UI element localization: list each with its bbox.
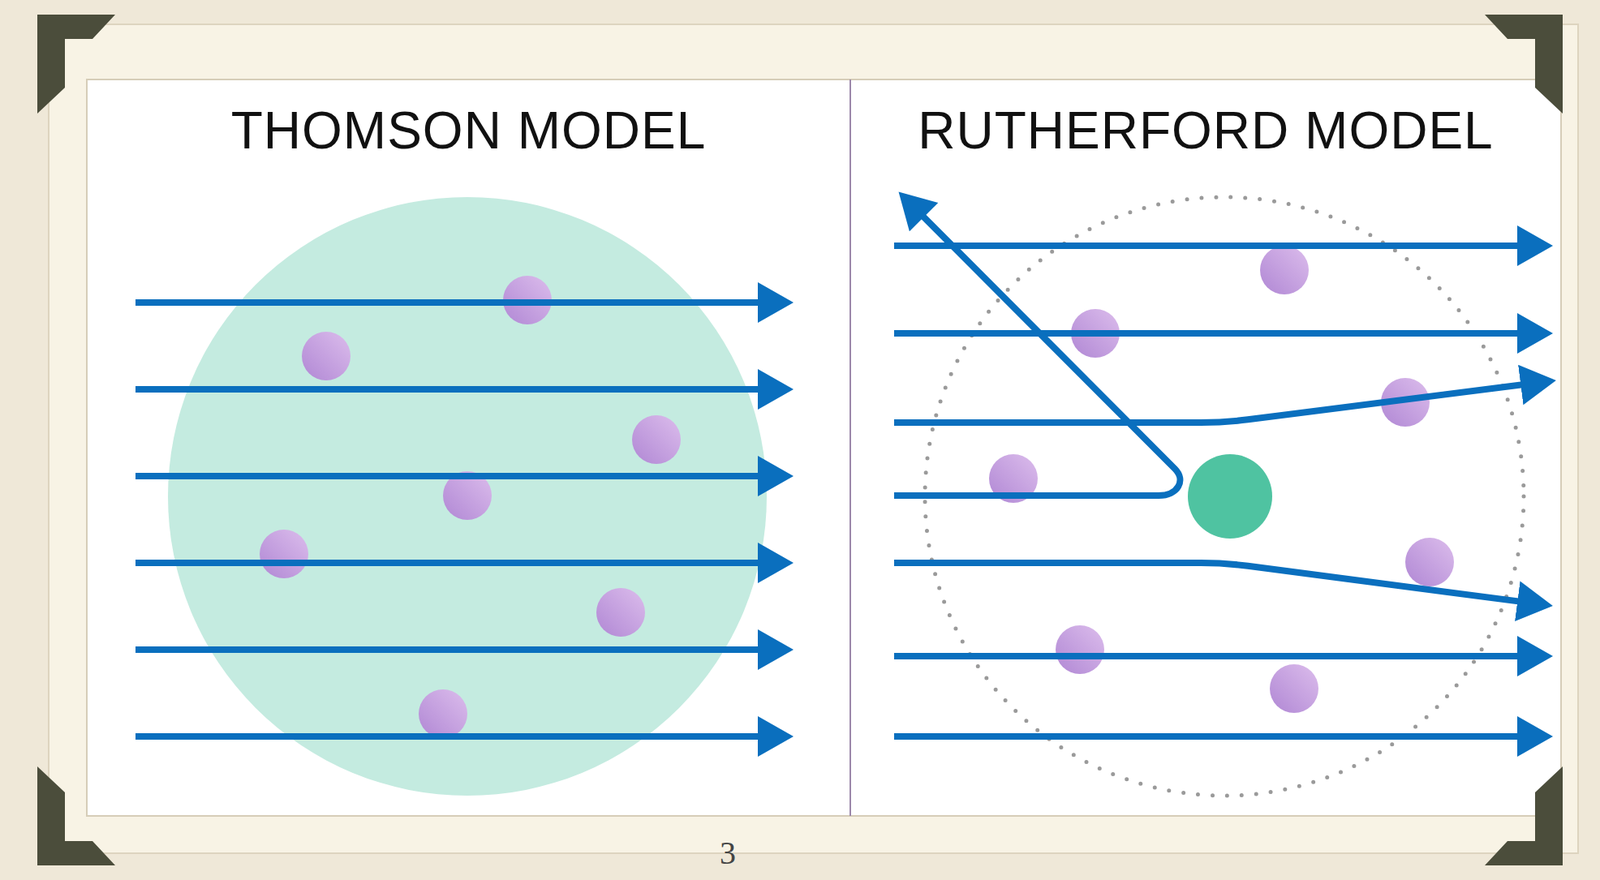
model-panel: THOMSON MODEL bbox=[86, 79, 851, 817]
frame bbox=[48, 24, 1579, 854]
divider bbox=[849, 79, 852, 817]
page-number: 3 bbox=[719, 835, 736, 872]
positive-sphere bbox=[167, 197, 767, 796]
corner-bracket bbox=[37, 14, 116, 114]
electrons bbox=[989, 245, 1454, 714]
alpha-paths bbox=[135, 302, 784, 737]
model-title: RUTHERFORD MODEL bbox=[917, 100, 1493, 161]
panel bbox=[86, 79, 1562, 817]
model-panel: RUTHERFORD MODEL bbox=[850, 79, 1562, 817]
corner-bracket bbox=[1484, 14, 1563, 114]
corner-bracket bbox=[1484, 766, 1563, 866]
nucleus bbox=[1187, 454, 1273, 539]
corner-bracket bbox=[37, 766, 116, 866]
electrons bbox=[259, 275, 681, 739]
alpha-paths bbox=[894, 198, 1547, 737]
model-title: THOMSON MODEL bbox=[231, 100, 706, 161]
